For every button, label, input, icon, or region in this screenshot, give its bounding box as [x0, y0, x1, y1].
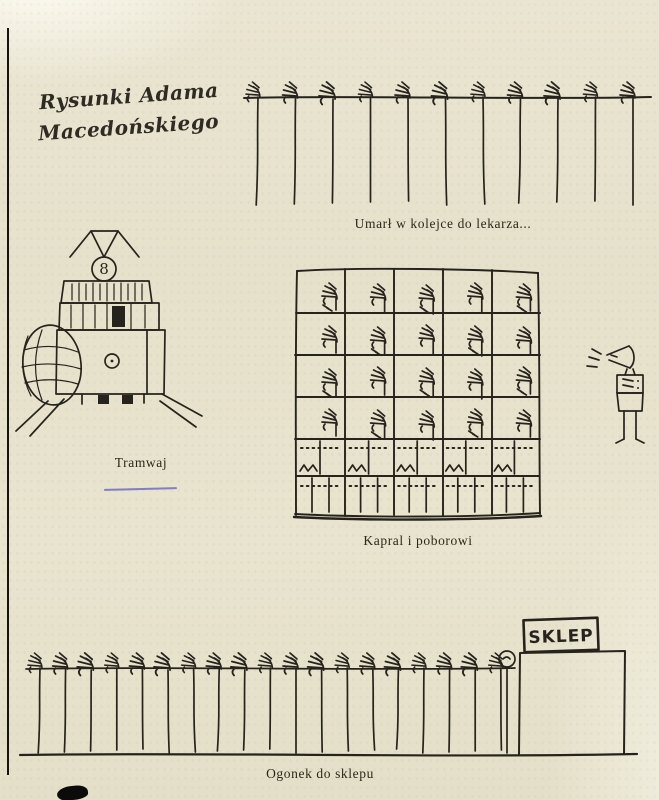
tram-windows [58, 302, 160, 331]
shop-sign: SKLEP [522, 616, 600, 654]
shop-queue-caption: Ogonek do sklepu [266, 766, 374, 781]
page-edge-line [7, 28, 9, 775]
tram-pantograph [69, 230, 140, 258]
shop-queue-drawing: SKLEP [18, 616, 639, 757]
ground-line [18, 752, 639, 757]
ink-smudge [56, 784, 89, 800]
doctor-queue-figures [245, 81, 636, 206]
tram-drawing: 8 [15, 230, 203, 437]
artist-credit-line2: Macedońskiego [37, 108, 220, 146]
artist-credit-line1: Rysunki Adama [38, 77, 220, 115]
artist-credit: Rysunki Adama Macedońskiego [37, 77, 221, 146]
corporal-head [606, 345, 635, 369]
corporal-drawing [586, 345, 645, 444]
doctor-queue-caption: Umarł w kolejce do lekarza... [354, 216, 532, 231]
doctor-queue-drawing [243, 81, 652, 206]
shop-building [518, 650, 626, 755]
tram-caption: Tramwaj [114, 455, 168, 470]
shop-sign-text: SKLEP [528, 626, 594, 648]
pen-underline [103, 487, 178, 491]
corporal-legs [615, 410, 645, 444]
barracks-drawing [292, 267, 543, 521]
shout-lines [586, 348, 602, 368]
shop-queue-figures [27, 652, 504, 754]
tram-front-grille [21, 324, 82, 406]
barracks-bunks [299, 440, 536, 513]
barracks-grid-lines [292, 267, 543, 521]
tram-route-number: 8 [99, 260, 109, 278]
tram-tracks [15, 393, 203, 437]
corporal-body [616, 368, 644, 412]
queue-rail-line [25, 667, 516, 670]
barracks-caption: Kapral i poborowi [363, 533, 473, 548]
queue-rail-line [243, 96, 652, 99]
barracks-figures [321, 282, 533, 441]
tram-body [55, 329, 166, 395]
round-head-figure [498, 650, 516, 754]
tram-wheels [81, 393, 145, 405]
tram-roof [60, 280, 153, 304]
